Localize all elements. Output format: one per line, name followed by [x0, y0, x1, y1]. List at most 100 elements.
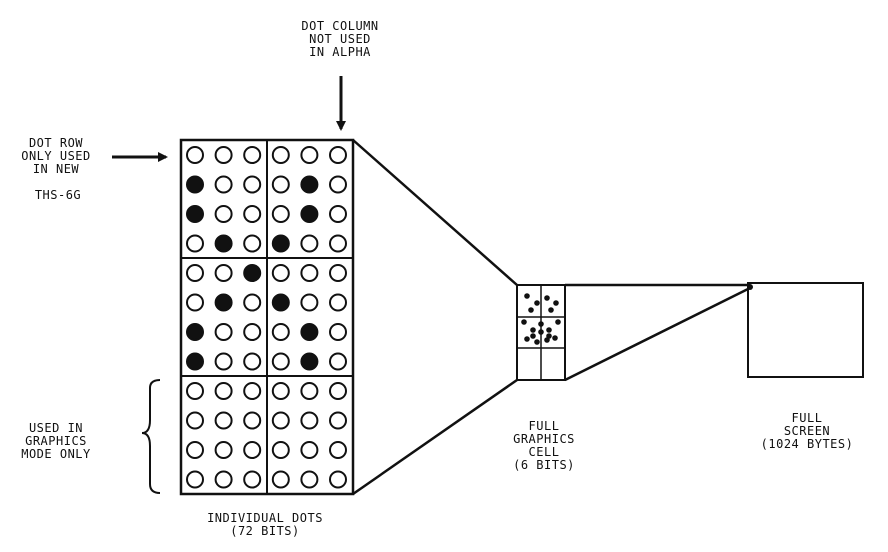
empty-dot	[300, 293, 319, 312]
empty-dot	[329, 411, 347, 430]
full-screen-label: FULL SCREEN (1024 BYTES)	[760, 411, 854, 451]
empty-dot	[214, 264, 233, 282]
empty-dot	[243, 352, 262, 371]
empty-dot	[329, 323, 347, 341]
empty-dot	[214, 441, 233, 459]
empty-dot	[329, 175, 347, 194]
filled-dot	[300, 352, 319, 371]
empty-dot	[300, 382, 319, 400]
empty-dot	[214, 323, 233, 341]
projection-line-top	[352, 139, 518, 286]
mini-dot	[538, 321, 544, 327]
mini-dot	[524, 293, 530, 299]
empty-dot	[300, 146, 319, 164]
empty-dot	[271, 264, 290, 282]
mini-dot	[538, 329, 544, 335]
graphics-cell-label: FULL GRAPHICS CELL (6 BITS)	[513, 419, 575, 472]
mini-dot	[524, 336, 530, 342]
empty-dot	[329, 470, 347, 489]
graphics-cell	[516, 284, 566, 381]
empty-dot	[271, 175, 290, 194]
filled-dot	[214, 293, 233, 312]
projection-line-bottom	[352, 378, 518, 496]
empty-dot	[243, 234, 262, 253]
dot-row-label: DOT ROW ONLY USED IN NEW	[21, 136, 91, 176]
mini-dot	[534, 339, 540, 345]
dot-matrix	[179, 138, 355, 496]
screen-projection-bottom	[564, 286, 751, 382]
filled-dot	[186, 323, 204, 341]
empty-dot	[214, 411, 233, 430]
empty-dot	[300, 234, 319, 253]
empty-dot	[329, 441, 347, 459]
empty-dot	[243, 411, 262, 430]
empty-dot	[329, 352, 347, 371]
empty-dot	[214, 382, 233, 400]
empty-dot	[186, 146, 204, 164]
empty-dot	[271, 470, 290, 489]
empty-dot	[271, 205, 290, 223]
empty-dot	[186, 293, 204, 312]
mini-dot	[544, 295, 550, 301]
filled-dot	[300, 323, 319, 341]
empty-dot	[243, 293, 262, 312]
empty-dot	[271, 323, 290, 341]
graphics-cell-dots	[521, 293, 561, 345]
filled-dot	[271, 234, 290, 253]
model-label: THS-6G	[34, 188, 82, 202]
mini-dot	[548, 307, 554, 313]
mini-dot	[528, 307, 534, 313]
empty-dot	[243, 382, 262, 400]
empty-dot	[214, 175, 233, 194]
mini-dot	[534, 300, 540, 306]
filled-dot	[214, 234, 233, 253]
mini-dot	[555, 319, 561, 325]
empty-dot	[329, 293, 347, 312]
dot-column-label: DOT COLUMN NOT USED IN ALPHA	[301, 19, 379, 59]
empty-dot	[243, 323, 262, 341]
individual-dots-label: INDIVIDUAL DOTS (72 BITS)	[207, 511, 323, 538]
empty-dot	[300, 441, 319, 459]
empty-dot	[271, 382, 290, 400]
empty-dot	[300, 411, 319, 430]
empty-dot	[186, 411, 204, 430]
filled-dot	[186, 352, 204, 371]
empty-dot	[214, 470, 233, 489]
filled-dot	[186, 205, 204, 223]
mini-dot	[546, 333, 552, 339]
filled-dot	[271, 293, 290, 312]
empty-dot	[214, 205, 233, 223]
empty-dot	[329, 234, 347, 253]
empty-dot	[186, 470, 204, 489]
empty-dot	[271, 352, 290, 371]
empty-dot	[214, 352, 233, 371]
empty-dot	[243, 470, 262, 489]
mini-dot	[521, 319, 527, 325]
graphics-mode-brace	[141, 379, 161, 494]
filled-dot	[243, 264, 262, 282]
empty-dot	[329, 382, 347, 400]
empty-dot	[271, 411, 290, 430]
full-screen-box	[747, 282, 864, 378]
empty-dot	[300, 470, 319, 489]
mini-dot	[530, 333, 536, 339]
mini-dot	[546, 327, 552, 333]
empty-dot	[300, 264, 319, 282]
empty-dot	[243, 441, 262, 459]
empty-dot	[329, 264, 347, 282]
matrix-dots	[186, 146, 347, 489]
filled-dot	[300, 205, 319, 223]
filled-dot	[186, 175, 204, 194]
empty-dot	[214, 146, 233, 164]
empty-dot	[271, 441, 290, 459]
empty-dot	[243, 205, 262, 223]
filled-dot	[300, 175, 319, 194]
mini-dot	[530, 327, 536, 333]
empty-dot	[329, 146, 347, 164]
empty-dot	[271, 146, 290, 164]
mini-dot	[553, 300, 559, 306]
empty-dot	[186, 264, 204, 282]
empty-dot	[243, 146, 262, 164]
